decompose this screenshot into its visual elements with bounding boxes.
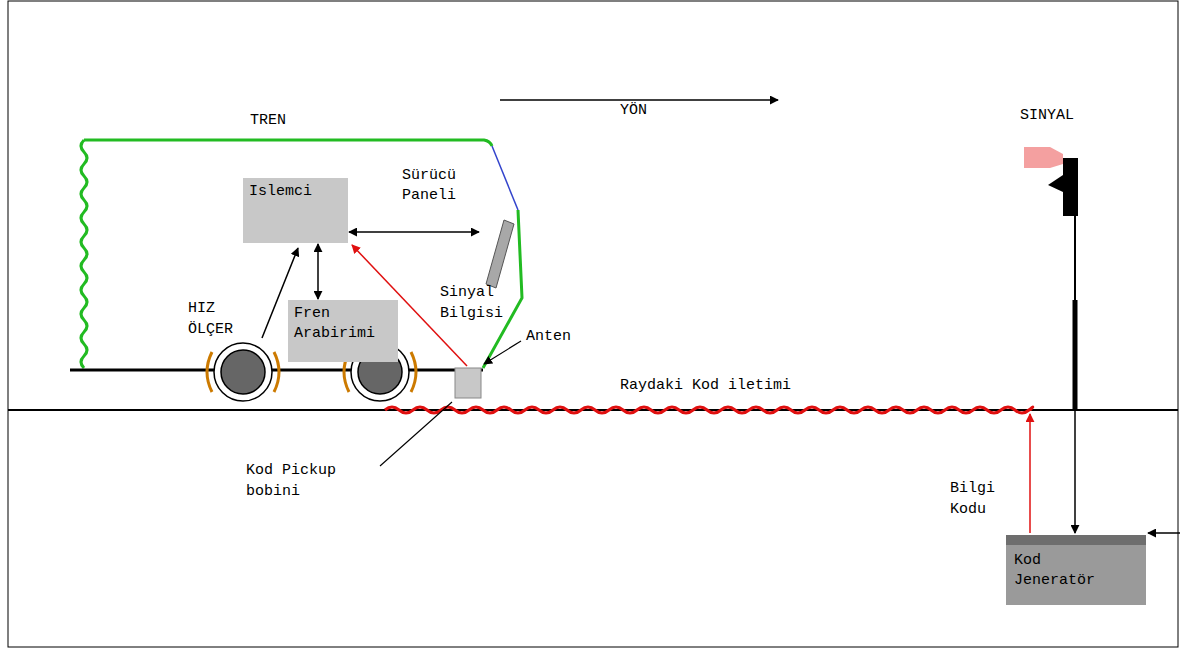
train-windshield — [492, 146, 518, 210]
processor-box: Islemci — [243, 178, 348, 243]
signal-label: SINYAL — [1020, 105, 1100, 126]
signal-pole — [1073, 300, 1078, 410]
connector-arrow — [317, 244, 319, 299]
antenna-label: Anten — [526, 326, 586, 347]
pickup-coil-label: Kod Pickup bobini — [246, 460, 346, 502]
node-text: Fren Arabirimi — [294, 304, 389, 344]
signal-to-generator-arrow — [1074, 410, 1076, 533]
train-floor — [70, 369, 483, 372]
page-border — [8, 1, 1178, 647]
driver-panel-shape — [480, 218, 520, 290]
code-generator-box: Kod Jeneratör — [1006, 535, 1146, 605]
brake-interface-box: Fren Arabirimi — [288, 300, 398, 362]
rail-code-wave — [385, 407, 1033, 413]
signal-lamp — [1024, 147, 1063, 168]
rail-code-label: Raydaki Kod iletimi — [620, 375, 820, 396]
driver-panel: Sürücü Paneli — [480, 218, 520, 290]
pickup-leader — [380, 402, 452, 466]
train-label: TREN — [250, 110, 310, 131]
node-text: Kod Jeneratör — [1014, 551, 1124, 591]
wheel — [207, 343, 279, 401]
node-text: Islemci — [249, 182, 342, 202]
connector-arrow — [349, 231, 479, 233]
direction-arrow — [500, 99, 778, 101]
node-text: Sürücü Paneli — [402, 166, 472, 206]
pickup-coil — [455, 368, 481, 398]
signal-pole — [1074, 216, 1076, 300]
speed-meter-label: HIZ ÖLÇER — [188, 298, 240, 340]
antenna-leader — [484, 341, 521, 364]
train-roof — [84, 140, 492, 146]
direction-label: YÖN — [620, 100, 680, 121]
box-top-band — [1006, 535, 1146, 545]
input-arrow — [1148, 532, 1180, 534]
train-rear-zigzag — [81, 140, 87, 368]
signal-arm — [1048, 175, 1063, 192]
signal-head — [1063, 158, 1078, 216]
info-code-label: Bilgi Kodu — [950, 478, 1002, 520]
signal-info-label: Sinyal Bilgisi — [440, 282, 512, 324]
code-arrow — [1029, 414, 1031, 533]
